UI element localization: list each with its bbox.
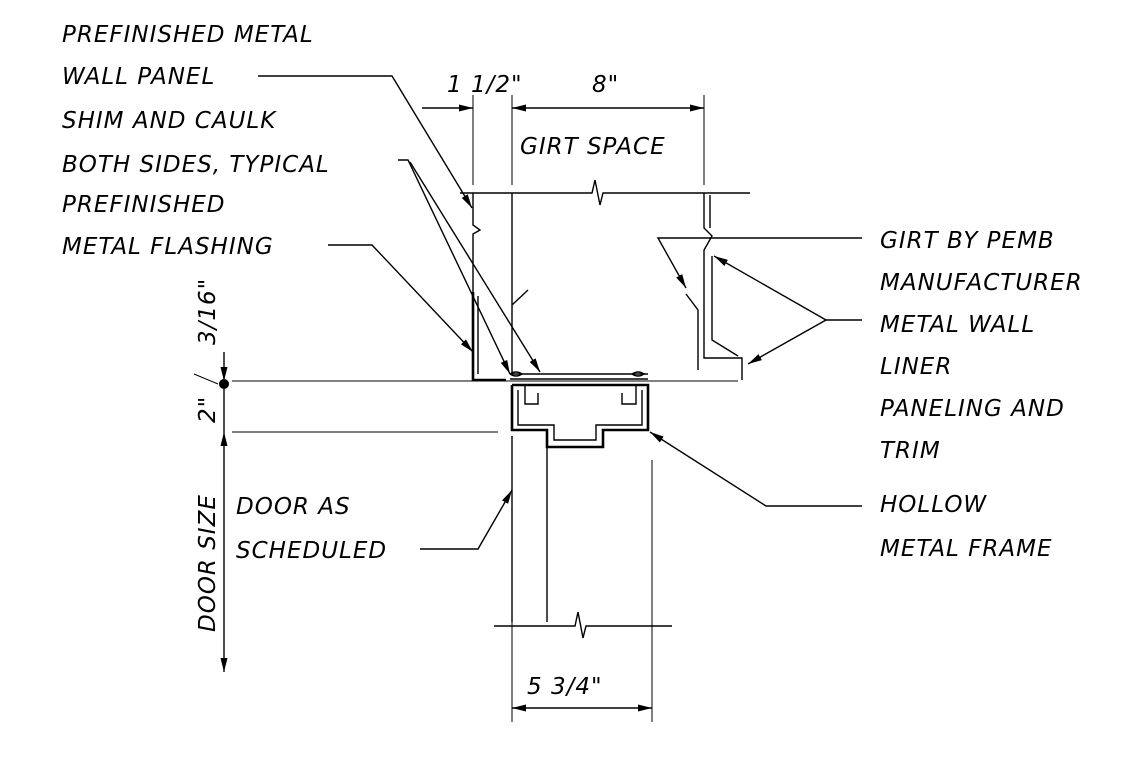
label-liner-line2: LINER [880, 354, 952, 380]
label-wall-panel-line2: WALL PANEL [62, 64, 215, 90]
girt-space-text: GIRT SPACE [520, 134, 666, 160]
label-girt-line1: GIRT BY PEMB [880, 228, 1055, 254]
label-shim-line2: BOTH SIDES, TYPICAL [62, 152, 330, 178]
dim-gap-dot [219, 379, 229, 389]
liner-return [711, 256, 739, 357]
leader-girt [656, 237, 862, 289]
leader-flashing [328, 244, 474, 353]
dim-panel-text: 1 1/2" [447, 72, 523, 98]
frame-stop-left [524, 385, 539, 405]
dim-door-size-text: DOOR SIZE [195, 494, 221, 632]
label-liner-line1: METAL WALL [880, 312, 1035, 338]
label-door-line2: SCHEDULED [236, 538, 387, 564]
label-liner-line4: TRIM [880, 438, 941, 464]
bottom-break-line [494, 611, 672, 639]
frame-stop-right [621, 385, 637, 405]
panel-clip [511, 289, 529, 306]
label-frame-line2: METAL FRAME [880, 536, 1053, 562]
girt-flange [685, 293, 699, 370]
label-flashing-line1: PREFINISHED [62, 192, 226, 218]
label-girt-line2: MANUFACTURER [880, 270, 1083, 296]
caulk-bead-right [631, 371, 646, 377]
label-shim-line1: SHIM AND CAULK [62, 108, 277, 134]
bottom-dimension: 5 3/4" [512, 674, 652, 712]
right-labels: GIRT BY PEMB MANUFACTURER METAL WALL LIN… [649, 228, 1083, 562]
left-dimensions: 3/16" 2" DOOR SIZE [193, 278, 498, 672]
leader-shim-second [409, 161, 541, 373]
leader-liner-lower [747, 319, 827, 365]
caulk-bead-left [509, 371, 524, 377]
liner-panel [703, 193, 743, 380]
frame-profile [510, 383, 650, 449]
top-dimensions: 1 1/2" 8" GIRT SPACE [422, 72, 705, 185]
dim-gap-text: 3/16" [195, 278, 221, 345]
dim-frame-text: 5 3/4" [527, 674, 603, 700]
leader-wall-panel [258, 75, 473, 209]
leader-frame [649, 431, 862, 507]
label-flashing-line2: METAL FLASHING [62, 234, 274, 260]
leader-liner-upper [713, 255, 827, 321]
top-break-line [460, 179, 750, 206]
dim-girt-text: 8" [592, 72, 619, 98]
hollow-metal-frame [510, 383, 650, 449]
label-liner-line3: PANELING AND [880, 396, 1065, 422]
label-door-line1: DOOR AS [236, 494, 351, 520]
dim-head-text: 2" [195, 396, 221, 423]
wall-panel-outer [472, 193, 482, 292]
frame-inner [517, 390, 643, 441]
door [494, 436, 672, 722]
leader-door [420, 489, 513, 550]
label-wall-panel-line1: PREFINISHED METAL [62, 22, 314, 48]
leader-shim [398, 159, 511, 375]
label-frame-line1: HOLLOW [880, 492, 987, 518]
left-labels: PREFINISHED METAL WALL PANEL SHIM AND CA… [62, 22, 541, 564]
wall-assembly [232, 179, 750, 382]
dim-gap-leader [193, 373, 219, 385]
metal-flashing [471, 292, 506, 382]
